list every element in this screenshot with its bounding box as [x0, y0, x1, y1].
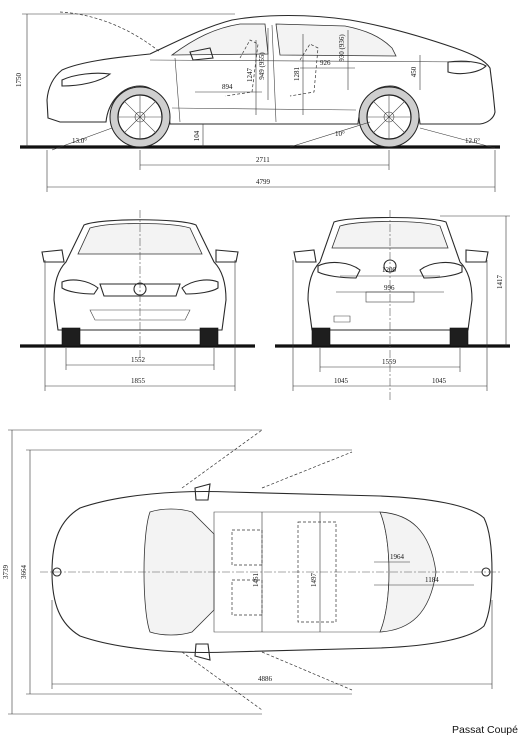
rear-height-label: 1417	[496, 275, 504, 290]
rear-right-taillight	[419, 261, 463, 279]
front-right-headlight	[181, 279, 219, 295]
top-open-door-front-right	[181, 651, 263, 711]
top-front-seat-width-label: 1461	[252, 573, 260, 588]
front-body-outline	[53, 219, 227, 331]
side-rear-wheel	[358, 86, 420, 148]
top-trunk-length-label: 1964	[390, 553, 405, 561]
top-right-mirror	[194, 643, 211, 661]
rear-view: 1200 996 1417 1559 1045 1045	[275, 210, 510, 400]
rear-right-mirror	[465, 249, 489, 263]
top-front-badge-icon	[52, 567, 62, 577]
front-track-label: 1552	[131, 356, 146, 364]
side-headlight	[61, 72, 112, 87]
rear-exhaust	[333, 315, 351, 323]
side-mirror	[189, 47, 214, 61]
side-rear-headroom-label: 930 (936)	[338, 34, 346, 62]
side-approach-angle-label: 13.0°	[72, 137, 87, 145]
side-sill-line	[171, 107, 357, 111]
rear-track-label: 1559	[382, 358, 397, 366]
rear-trunk-width-label: 996	[384, 284, 395, 292]
front-right-mirror	[215, 249, 239, 263]
top-open-door-rear-left	[261, 451, 353, 489]
rear-right-tyre	[449, 327, 469, 347]
front-left-headlight	[61, 279, 99, 295]
front-grille	[99, 283, 181, 297]
side-rear-legroom-label: 926	[320, 59, 331, 67]
side-door-seam-front	[174, 57, 181, 123]
front-left-tyre	[61, 327, 81, 347]
side-open-hood-outline	[59, 11, 161, 53]
front-view: 1552 1855	[20, 210, 255, 391]
rear-half-right-label: 1045	[432, 377, 447, 385]
side-body-outline	[46, 14, 496, 125]
top-trunk-width-label: 1184	[425, 576, 439, 584]
top-length-label: 4886	[258, 675, 273, 683]
side-front-wheel	[109, 86, 171, 148]
top-rear-seat-width-label: 1497	[310, 573, 318, 588]
top-windshield	[143, 508, 215, 636]
front-right-tyre	[199, 327, 219, 347]
top-width-doors-label: 3664	[20, 565, 28, 580]
side-wheelbase-label: 2711	[256, 156, 270, 164]
top-front-seat-left	[231, 529, 263, 566]
front-width-label: 1855	[131, 377, 146, 385]
side-front-seat-outline	[224, 39, 259, 97]
side-length-label: 4799	[256, 178, 271, 186]
side-rear-seat-label: 1281	[293, 67, 301, 82]
side-roof-rear-label: 1247	[246, 68, 254, 83]
top-width-mirrors-label: 3739	[2, 565, 10, 580]
side-front-seat-label: 949 (955)	[258, 52, 266, 80]
rear-half-left-label: 1045	[334, 377, 349, 385]
side-front-legroom-label: 894	[222, 83, 233, 91]
side-departure-angle-label: 12.6°	[465, 137, 480, 145]
top-rear-badge-icon	[481, 567, 491, 577]
front-left-mirror	[41, 249, 65, 263]
side-ramp-angle-line	[289, 121, 371, 148]
side-view: 1750 1247 949 (955) 1281 930 (936) 926 4…	[15, 11, 500, 192]
top-open-door-rear-right	[261, 651, 353, 691]
front-lower-intake	[89, 309, 191, 321]
top-rear-bench	[297, 521, 337, 623]
side-height-label: 1750	[15, 73, 23, 88]
side-ground-clearance-label: 104	[193, 130, 201, 141]
side-rear-seat-outline	[289, 43, 319, 97]
rear-left-taillight	[317, 261, 361, 279]
side-trunk-height-label: 450	[410, 66, 418, 77]
side-ramp-angle-label: 10°	[335, 130, 345, 138]
side-door-seam-middle	[271, 24, 277, 123]
side-departure-angle-line	[419, 127, 496, 149]
side-front-window	[170, 23, 269, 56]
side-rear-window	[275, 23, 397, 57]
top-view: 3739 3664 1461 1497 1964 1184 4886	[2, 429, 500, 715]
top-open-door-front-left	[181, 429, 263, 489]
rear-left-mirror	[293, 249, 317, 263]
rear-body-outline	[307, 216, 473, 331]
rear-left-tyre	[311, 327, 331, 347]
side-beltline	[149, 59, 471, 63]
caption-title: Passat Coupé	[452, 724, 518, 736]
top-left-mirror	[194, 483, 211, 501]
rear-window-label: 1200	[382, 266, 397, 274]
side-taillight	[447, 60, 487, 75]
side-approach-angle-line	[51, 127, 113, 151]
